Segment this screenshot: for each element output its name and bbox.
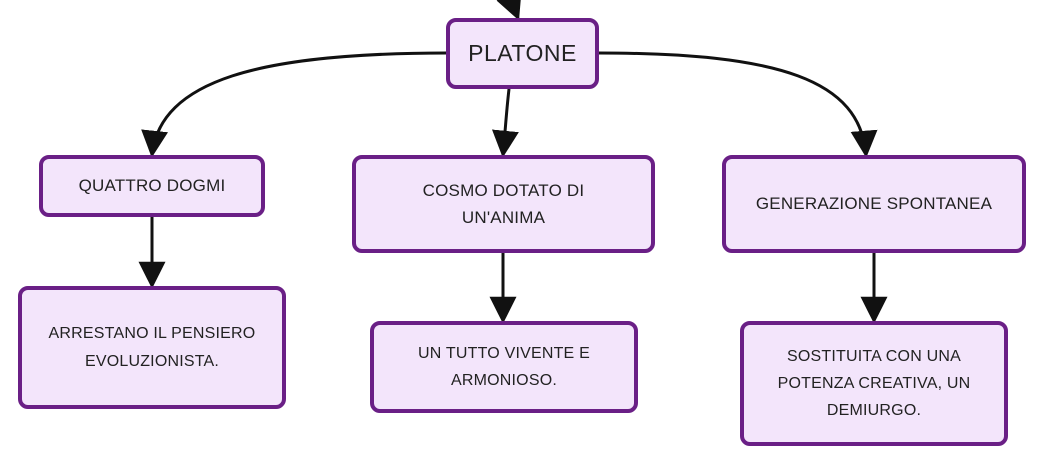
- connector-root-to-branch-1: [141, 51, 448, 158]
- leaf-node-label: SOSTITUITA CON UNA POTENZA CREATIVA, UN …: [777, 347, 971, 420]
- connector-root-to-branch-2: [491, 88, 519, 158]
- branch-node-label: GENERAZIONE SPONTANEA: [755, 194, 993, 214]
- root-node[interactable]: PLATONE: [446, 18, 599, 89]
- branch-node-1[interactable]: QUATTRO DOGMI: [39, 155, 265, 217]
- root-node-label: PLATONE: [468, 40, 577, 67]
- connector-root-to-branch-3: [597, 51, 878, 158]
- branch-node-2[interactable]: COSMO DOTATO DI UN'ANIMA: [352, 155, 655, 253]
- branch-node-3[interactable]: GENERAZIONE SPONTANEA: [722, 155, 1026, 253]
- branch-node-label: QUATTRO DOGMI: [78, 176, 226, 196]
- branch-node-label: COSMO DOTATO DI UN'ANIMA: [422, 180, 585, 227]
- leaf-node-2[interactable]: UN TUTTO VIVENTE E ARMONIOSO.: [370, 321, 638, 413]
- leaf-node-1[interactable]: ARRESTANO IL PENSIERO EVOLUZIONISTA.: [18, 286, 286, 409]
- leaf-node-label: UN TUTTO VIVENTE E ARMONIOSO.: [418, 344, 590, 389]
- leaf-node-label: ARRESTANO IL PENSIERO EVOLUZIONISTA.: [48, 325, 256, 370]
- leaf-node-3[interactable]: SOSTITUITA CON UNA POTENZA CREATIVA, UN …: [740, 321, 1008, 446]
- incoming-connector: [496, 0, 522, 21]
